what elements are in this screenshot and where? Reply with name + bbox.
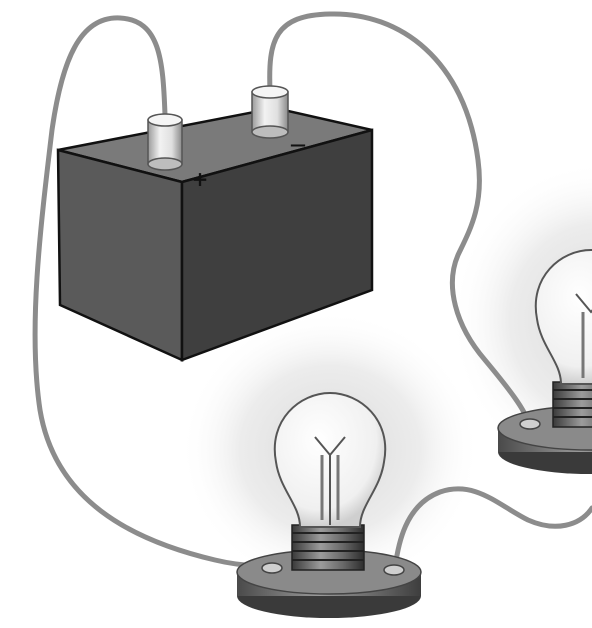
bulb-1-screw-right: [383, 564, 405, 576]
wire-battery-to-bulb-1: [32, 15, 275, 568]
bulb-1: [236, 391, 422, 618]
bulb-2-glass: [534, 248, 592, 385]
negative-terminal: [251, 85, 289, 139]
battery-side: [180, 128, 374, 362]
positive-terminal: [147, 113, 183, 171]
battery: + —: [56, 85, 374, 362]
bulb-2: [497, 248, 592, 474]
bulb-1-socket: [291, 524, 365, 571]
bulb-2-screw-left: [519, 418, 541, 430]
wire-bulb-1-to-bulb-2: [392, 486, 592, 571]
bulb-1-glass: [273, 391, 387, 528]
bulb-1-base: [236, 549, 422, 618]
wires: [32, 11, 592, 571]
battery-front: [56, 148, 184, 362]
negative-symbol: —: [290, 135, 306, 154]
wire-battery-to-bulb-2: [267, 11, 531, 425]
bulb-1-screw-left: [261, 562, 283, 574]
positive-symbol: +: [192, 167, 209, 191]
bulb-2-socket: [552, 381, 592, 428]
